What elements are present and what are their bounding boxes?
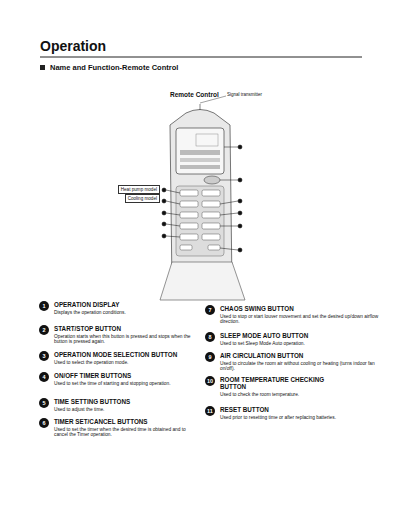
item-description: Used to check the room temperature. (220, 392, 380, 398)
callout-number: 5 (39, 398, 49, 408)
item-heading: OPERATION MODE SELECTION BUTTON (54, 351, 196, 358)
item-description: Used to stop or start louver movement an… (220, 314, 380, 325)
node-text: 9 (208, 354, 211, 360)
node-text: 8 (208, 334, 211, 340)
remote-body (170, 110, 232, 286)
callout-number: 8 (205, 332, 215, 342)
lcd-display (176, 128, 224, 174)
callout-number: 4 (39, 372, 49, 382)
item-heading: CHAOS SWING BUTTON (220, 305, 380, 312)
item-description: Operation starts when this button is pre… (54, 334, 196, 345)
item-heading: RESET BUTTON (220, 406, 380, 413)
item-heading: ROOM TEMPERATURE CHECKING BUTTON (220, 376, 332, 390)
node-text: 1 (42, 303, 45, 309)
node-text: 6 (42, 420, 45, 426)
item-heading: AIR CIRCULATION BUTTON (220, 352, 380, 359)
item-heading: OPERATION DISPLAY (54, 301, 196, 308)
section-heading: Name and Function-Remote Control (50, 64, 310, 73)
start-stop-button (204, 176, 220, 184)
item-heading: START/STOP BUTTON (54, 325, 196, 332)
button-grid (180, 190, 220, 250)
item-description: Used to set the timer when the desired t… (54, 427, 196, 438)
page-title: Operation (40, 38, 106, 54)
node-text: 2 (42, 327, 45, 333)
callout-number: 10 (205, 376, 215, 386)
figure-title: Remote Control (170, 91, 230, 98)
node-text: Cooling model (128, 196, 157, 201)
part-label: Signal transmitter (227, 92, 287, 97)
callout-number: 2 (39, 325, 49, 335)
callout-number: 1 (39, 301, 49, 311)
item-heading: ON/OFF TIMER BUTTONS (54, 372, 196, 379)
callout-number: 3 (39, 351, 49, 361)
callout-number: 11 (205, 406, 215, 416)
item-description: Used to set the time of starting and sto… (54, 381, 196, 387)
node-text: 7 (208, 307, 211, 313)
node-text: 3 (42, 353, 45, 359)
model-box: Heat pump model (118, 185, 160, 194)
item-description: Used to circulate the room air without c… (220, 361, 380, 372)
callout-number: 9 (205, 352, 215, 362)
node-text: 4 (42, 374, 45, 380)
item-description: Displays the operation conditions. (54, 310, 196, 316)
item-description: Used prior to resetting time or after re… (220, 415, 380, 421)
node-text: Heat pump model (121, 187, 157, 192)
item-heading: TIME SETTING BUTTONS (54, 398, 196, 405)
item-description: Used to adjust the time. (54, 407, 196, 413)
bullet-square (40, 65, 45, 70)
node-text: 10 (207, 378, 213, 384)
item-heading: SLEEP MODE AUTO BUTTON (220, 332, 380, 339)
callout-leaders (162, 96, 242, 252)
node-text: 11 (207, 408, 213, 414)
node-text: 5 (42, 400, 45, 406)
item-heading: TIMER SET/CANCEL BUTTONS (54, 418, 196, 425)
model-box: Cooling model (125, 194, 160, 203)
item-description: Used to select the operation mode. (54, 360, 196, 366)
remote-flap (160, 262, 245, 300)
callout-number: 6 (39, 418, 49, 428)
callout-number: 7 (205, 305, 215, 315)
title-rule (40, 57, 362, 58)
item-description: Used to set Sleep Mode Auto operation. (220, 341, 380, 347)
